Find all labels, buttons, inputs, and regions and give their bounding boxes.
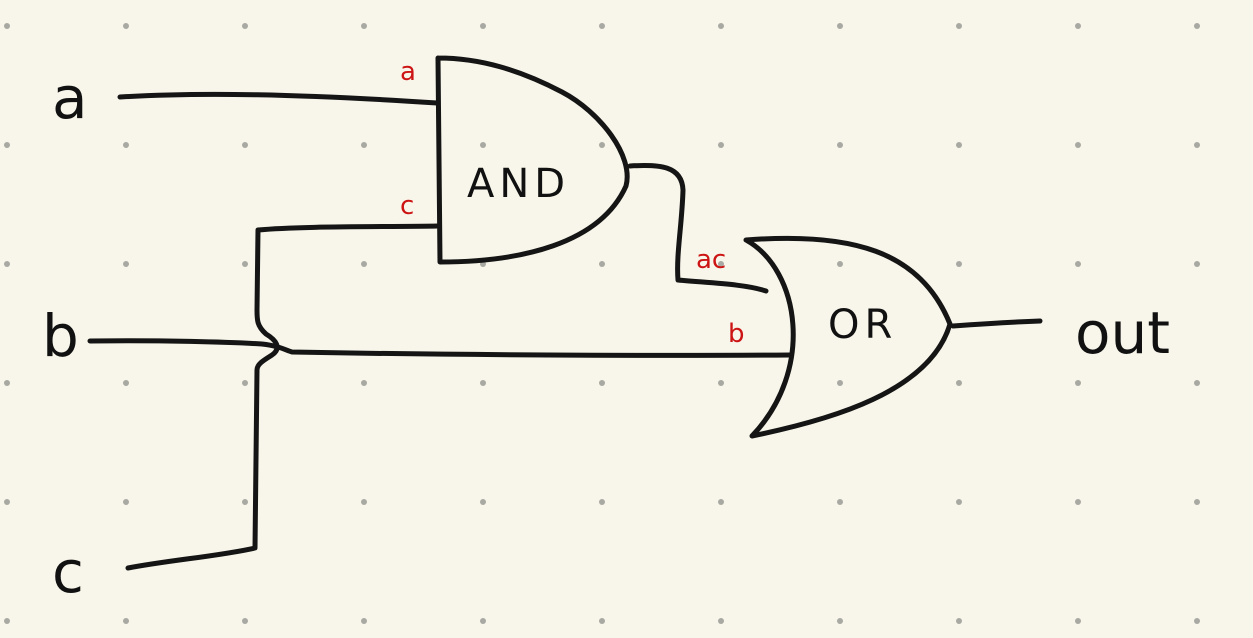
grid-dot bbox=[1075, 499, 1081, 505]
grid-dot bbox=[242, 261, 248, 267]
grid-dot bbox=[361, 23, 367, 29]
grid-dot bbox=[837, 380, 843, 386]
grid-dot bbox=[480, 618, 486, 624]
grid-dot bbox=[837, 142, 843, 148]
grid-dot bbox=[599, 380, 605, 386]
grid-dot bbox=[956, 261, 962, 267]
grid-dot bbox=[956, 618, 962, 624]
input-label-b: b bbox=[42, 302, 79, 370]
and-pin-a-label: a bbox=[400, 57, 416, 87]
grid-dot bbox=[361, 499, 367, 505]
grid-dot bbox=[956, 142, 962, 148]
grid-dot bbox=[837, 23, 843, 29]
grid-dot bbox=[1194, 261, 1200, 267]
grid-dot bbox=[4, 618, 10, 624]
grid-dot bbox=[718, 261, 724, 267]
grid-dot bbox=[361, 142, 367, 148]
or-pin-b-label: b bbox=[728, 319, 745, 349]
grid-dot bbox=[242, 380, 248, 386]
grid-dot bbox=[480, 380, 486, 386]
grid-dot bbox=[4, 261, 10, 267]
grid-dot bbox=[242, 499, 248, 505]
grid-dot bbox=[837, 499, 843, 505]
grid-dot bbox=[242, 23, 248, 29]
grid-dot bbox=[123, 142, 129, 148]
grid-dot bbox=[599, 499, 605, 505]
grid-dot bbox=[599, 23, 605, 29]
grid-dot bbox=[837, 618, 843, 624]
and-pin-c-label: c bbox=[400, 191, 414, 221]
grid-dot bbox=[599, 142, 605, 148]
wire-and-to-or bbox=[627, 162, 769, 294]
grid-dot bbox=[123, 380, 129, 386]
wire-or-to-out bbox=[950, 318, 1043, 329]
grid-dot bbox=[718, 499, 724, 505]
grid-dot bbox=[4, 499, 10, 505]
grid-dot bbox=[718, 23, 724, 29]
grid-dot bbox=[718, 618, 724, 624]
grid-dot bbox=[123, 618, 129, 624]
and-gate-shape bbox=[435, 55, 630, 265]
grid-dot bbox=[1075, 261, 1081, 267]
or-gate-shape bbox=[743, 235, 953, 439]
grid-dot bbox=[4, 380, 10, 386]
grid-dot bbox=[718, 142, 724, 148]
wire-c-to-and bbox=[125, 223, 441, 571]
grid-dot bbox=[956, 380, 962, 386]
grid-dot bbox=[718, 380, 724, 386]
grid-dot bbox=[599, 618, 605, 624]
grid-dot bbox=[123, 23, 129, 29]
grid-dot bbox=[1075, 142, 1081, 148]
wire-a-to-and bbox=[117, 91, 440, 106]
grid-dot bbox=[956, 499, 962, 505]
grid-dot bbox=[1075, 618, 1081, 624]
grid-dot bbox=[837, 261, 843, 267]
grid-dot bbox=[599, 261, 605, 267]
output-label: out bbox=[1075, 299, 1170, 367]
grid-dot bbox=[242, 618, 248, 624]
grid-dot bbox=[1075, 23, 1081, 29]
or-gate-label: OR bbox=[828, 302, 897, 348]
input-label-a: a bbox=[52, 64, 88, 132]
grid-dot bbox=[123, 499, 129, 505]
grid-dot bbox=[1194, 142, 1200, 148]
grid-dot bbox=[1194, 380, 1200, 386]
grid-dot bbox=[480, 142, 486, 148]
grid-dot bbox=[1075, 380, 1081, 386]
wire-b-to-or bbox=[87, 338, 793, 358]
grid-dot bbox=[123, 261, 129, 267]
grid-dot bbox=[480, 23, 486, 29]
grid-dot bbox=[4, 23, 10, 29]
grid-dot bbox=[1194, 618, 1200, 624]
input-label-c: c bbox=[52, 538, 84, 606]
grid-dot bbox=[361, 618, 367, 624]
grid-dot bbox=[480, 499, 486, 505]
grid-dot bbox=[1194, 23, 1200, 29]
grid-dot bbox=[956, 23, 962, 29]
grid-dot bbox=[361, 380, 367, 386]
grid-dot bbox=[242, 142, 248, 148]
grid-dot bbox=[361, 261, 367, 267]
or-pin-ac-label: ac bbox=[696, 245, 726, 275]
and-gate-label: AND bbox=[467, 161, 570, 207]
grid-dot bbox=[4, 142, 10, 148]
dot-grid bbox=[4, 23, 1200, 624]
grid-dot bbox=[1194, 499, 1200, 505]
